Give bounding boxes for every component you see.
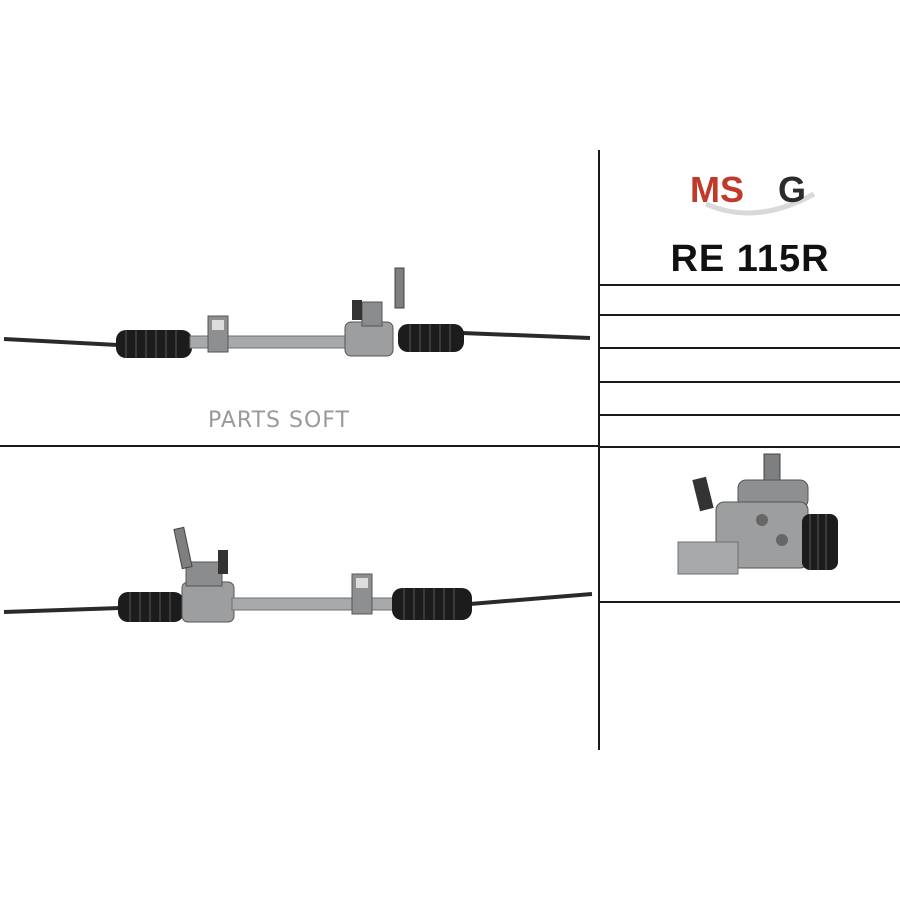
- spec-row-line-6: [600, 446, 900, 448]
- horizontal-divider-left: [0, 445, 598, 447]
- svg-text:G: G: [778, 169, 806, 210]
- spec-row-line-3: [600, 347, 900, 349]
- msg-logo: MS G: [690, 169, 816, 216]
- spec-row-line-2: [600, 314, 900, 316]
- part-number: RE 115R: [670, 238, 830, 280]
- spec-row-line-7: [600, 601, 900, 603]
- svg-text:MS: MS: [690, 169, 744, 210]
- steering-rack-bottom-image: [3, 526, 593, 623]
- spec-row-line-4: [600, 381, 900, 383]
- steering-rack-detail-image: [677, 453, 838, 575]
- spec-row-line-1: [600, 284, 900, 286]
- steering-rack-top-image: [3, 267, 591, 358]
- watermark-text: PARTS SOFT: [208, 408, 350, 433]
- vertical-divider: [598, 150, 600, 750]
- spec-row-line-5: [600, 414, 900, 416]
